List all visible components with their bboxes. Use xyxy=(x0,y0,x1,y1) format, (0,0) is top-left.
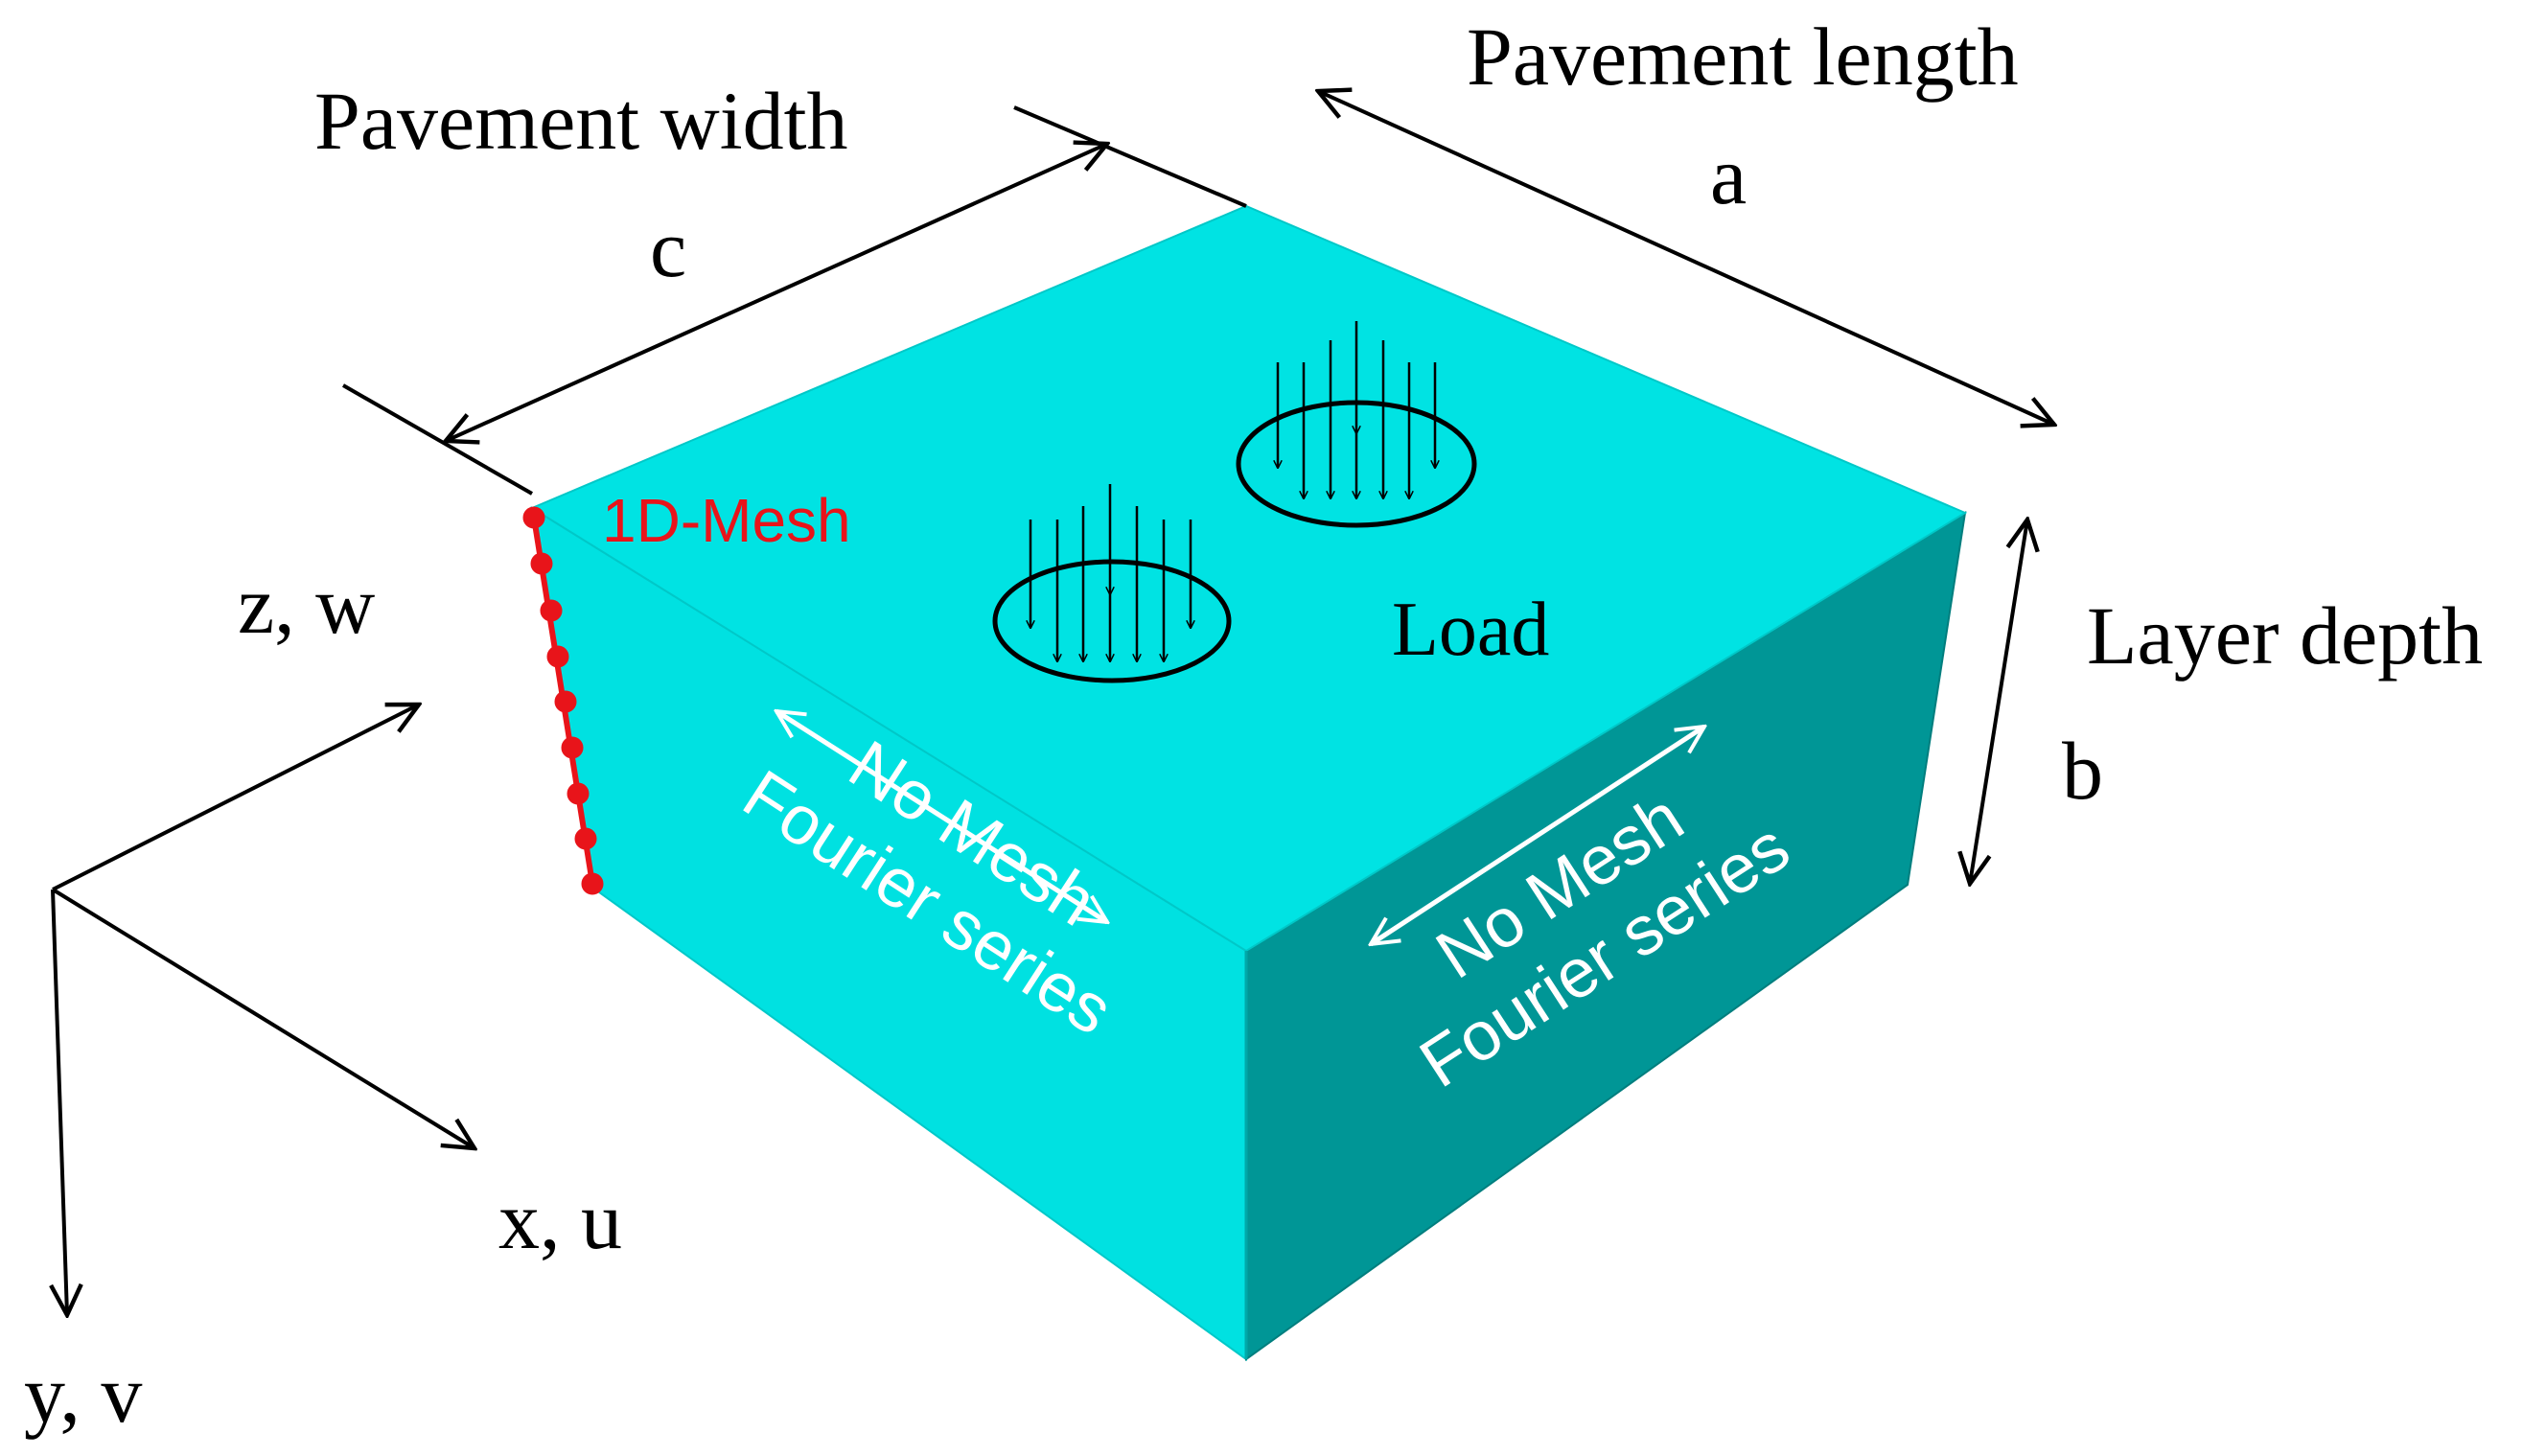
depth-symbol: b xyxy=(2062,725,2103,817)
pavement-width-label: Pavement width xyxy=(314,75,848,167)
pavement-length-label: Pavement length xyxy=(1467,11,2019,103)
axis-y-label: y, v xyxy=(24,1348,142,1440)
load-symbol-left xyxy=(992,484,1232,683)
width-symbol: c xyxy=(650,202,686,294)
axis-x-label: x, u xyxy=(498,1174,622,1266)
axis-z-label: z, w xyxy=(238,559,375,651)
depth-dimension-arrow xyxy=(1970,520,2027,884)
width-dimension xyxy=(342,105,1247,496)
layer-depth-label: Layer depth xyxy=(2087,589,2483,682)
length-dimension-arrow xyxy=(1318,91,2054,425)
load-symbol-right xyxy=(1236,321,1477,528)
front-face-arrow xyxy=(776,711,1107,922)
mesh-label: 1D-Mesh xyxy=(602,486,851,555)
coordinate-axes xyxy=(53,705,474,1315)
right-face-arrow xyxy=(1371,727,1704,944)
load-label: Load xyxy=(1392,588,1549,672)
length-symbol: a xyxy=(1710,129,1747,221)
mesh-line xyxy=(522,506,604,895)
